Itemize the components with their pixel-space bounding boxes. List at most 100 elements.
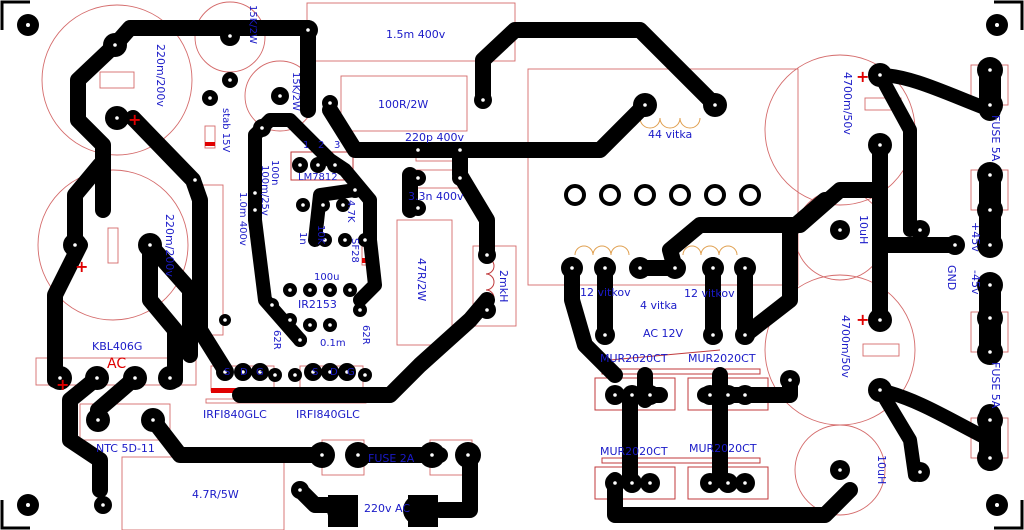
- drill-hole: [278, 94, 282, 98]
- drill-hole: [630, 481, 634, 485]
- label-cap-out-top: 4700m/50v: [841, 72, 854, 135]
- drill-hole: [208, 96, 212, 100]
- drill-hole: [743, 393, 747, 397]
- drill-hole: [311, 370, 315, 374]
- drill-hole: [73, 243, 77, 247]
- drill-hole: [58, 376, 62, 380]
- label-res-15k-a: 15K/2W: [247, 5, 258, 44]
- secondary-coil-b: [682, 245, 738, 256]
- drill-hole: [603, 266, 607, 270]
- label-ac-out: AC 12V: [643, 327, 684, 340]
- drill-hole: [258, 370, 262, 374]
- drill-hole: [416, 148, 420, 152]
- drill-hole: [988, 316, 992, 320]
- drill-hole: [353, 188, 357, 192]
- drill-hole: [348, 288, 352, 292]
- plus-mark-cap-top: +: [128, 110, 141, 129]
- label-regulator: LM7812: [298, 172, 338, 183]
- drill-hole: [918, 470, 922, 474]
- drill-hole: [953, 243, 957, 247]
- drill-hole: [328, 288, 332, 292]
- drill-hole: [673, 266, 677, 270]
- drill-hole: [648, 393, 652, 397]
- label-fuse-in: FUSE 2A: [368, 452, 415, 465]
- drill-hole: [101, 503, 105, 507]
- label-fuse-out-bot: FUSE 5A: [989, 362, 1002, 409]
- primary-coil: [639, 117, 701, 129]
- drill-hole: [643, 103, 647, 107]
- label-res-62r-b: 62R: [360, 325, 371, 345]
- label-rect-2: MUR2020CT: [688, 352, 756, 365]
- label-diode-sf28: SF28: [349, 238, 360, 263]
- label-cap-1m5: 1.5m 400v: [386, 28, 446, 41]
- drill-hole: [341, 203, 345, 207]
- drill-hole: [293, 373, 297, 377]
- drill-hole: [288, 288, 292, 292]
- plus-mark-cap-mid: +: [75, 257, 88, 276]
- drill-hole: [95, 376, 99, 380]
- drill-hole: [358, 308, 362, 312]
- drill-hole: [878, 73, 882, 77]
- drill-hole: [328, 370, 332, 374]
- drill-hole: [306, 28, 310, 32]
- mosfet-b-pin-s: S: [312, 367, 318, 378]
- label-res-100r: 100R/2W: [378, 98, 428, 111]
- drill-hole: [270, 303, 274, 307]
- drill-hole: [630, 393, 634, 397]
- drill-hole: [708, 481, 712, 485]
- label-mains-in: 220v AC: [364, 502, 410, 515]
- drill-hole: [356, 453, 360, 457]
- drill-hole: [485, 308, 489, 312]
- label-res-4r7: 4.7R/5W: [192, 488, 239, 501]
- drill-hole: [298, 338, 302, 342]
- label-res-15k-b: 15K/2W: [290, 72, 301, 111]
- drill-hole: [301, 203, 305, 207]
- drill-hole: [273, 373, 277, 377]
- drill-hole: [638, 266, 642, 270]
- drill-hole: [485, 253, 489, 257]
- label-cap-100u: 100u: [314, 272, 339, 283]
- drill-hole: [711, 266, 715, 270]
- label-cap-100n: 100n: [269, 160, 280, 185]
- drill-hole: [878, 143, 882, 147]
- drill-hole: [96, 418, 100, 422]
- drill-hole: [988, 350, 992, 354]
- drill-hole: [713, 103, 717, 107]
- label-driver-ic: IR2153: [298, 298, 337, 311]
- polarity-marks: + + + + +: [56, 67, 869, 394]
- label-secondary-b: 12 vitkov: [684, 287, 735, 300]
- label-secondary-a: 12 vitkov: [580, 286, 631, 299]
- drill-hole: [253, 191, 257, 195]
- drill-hole: [988, 283, 992, 287]
- drill-hole: [298, 163, 302, 167]
- label-bridge: KBL406G: [92, 340, 142, 353]
- drill-hole: [458, 176, 462, 180]
- drill-hole: [308, 323, 312, 327]
- label-zener: stab 15V: [220, 108, 231, 153]
- drill-hole: [481, 98, 485, 102]
- drill-hole: [133, 376, 137, 380]
- drill-hole: [878, 388, 882, 392]
- drill-hole: [743, 333, 747, 337]
- drill-hole: [711, 333, 715, 337]
- label-res-4k7: 4.7K: [345, 200, 356, 223]
- label-cap-mid-left: 220m/200v: [163, 214, 176, 277]
- label-res-62r-a: 62R: [271, 330, 282, 350]
- mains-pad: [328, 495, 358, 527]
- label-out-pos: +45v: [969, 222, 982, 252]
- drill-hole: [726, 481, 730, 485]
- drill-hole: [988, 68, 992, 72]
- pin-3: 3: [334, 140, 340, 151]
- drill-hole: [228, 78, 232, 82]
- drill-hole: [603, 333, 607, 337]
- label-rect-3: MUR2020CT: [600, 445, 668, 458]
- drill-hole: [316, 163, 320, 167]
- cap-mid-left-outline: [37, 169, 189, 321]
- drill-hole: [323, 238, 327, 242]
- drill-hole: [148, 243, 152, 247]
- drill-hole: [288, 318, 292, 322]
- cap-top-left-outline: [41, 4, 193, 156]
- label-ind-top: 10uH: [857, 215, 870, 244]
